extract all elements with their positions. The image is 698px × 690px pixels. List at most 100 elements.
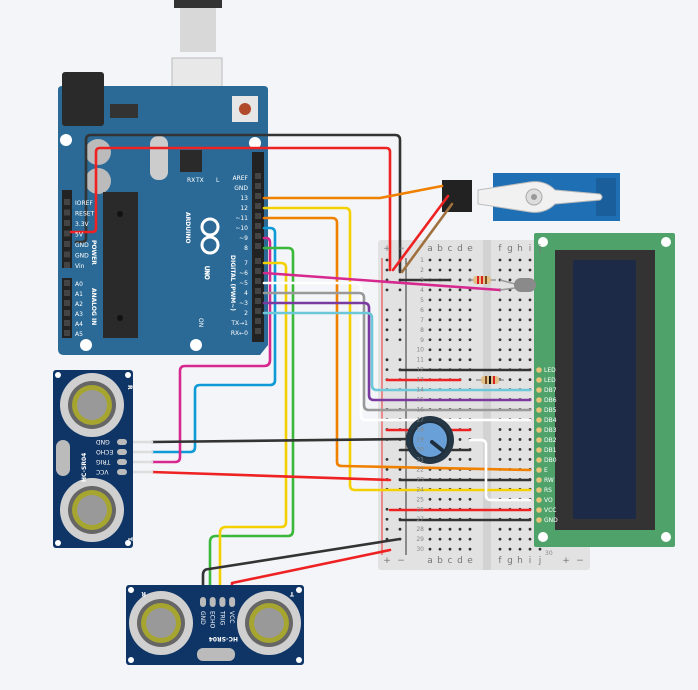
breadboard-hole[interactable] [448,328,452,332]
breadboard-hole[interactable] [438,527,442,531]
breadboard-hole[interactable] [468,288,472,292]
breadboard-hole[interactable] [458,438,462,441]
breadboard-hole[interactable] [448,268,452,272]
breadboard-hole[interactable] [468,318,472,322]
breadboard-hole[interactable] [528,338,532,342]
lcd-pin[interactable] [536,487,542,493]
breadboard-hole[interactable] [428,288,432,292]
breadboard-hole[interactable] [508,527,512,531]
power-pin-socket[interactable] [64,220,70,226]
digital-pin-socket[interactable] [255,308,261,314]
breadboard-hole[interactable] [428,308,432,312]
potentiometer[interactable] [406,416,454,464]
breadboard-hole[interactable] [498,428,502,431]
breadboard-hole[interactable] [448,547,452,551]
digital-pin-socket[interactable] [255,288,261,294]
rail-hole[interactable] [385,308,389,312]
rail-hole[interactable] [398,338,402,342]
rail-hole[interactable] [398,328,402,332]
breadboard-hole[interactable] [458,458,462,461]
breadboard-hole[interactable] [508,338,512,342]
sensor2-pin[interactable] [209,597,216,607]
digital-pin-socket[interactable] [255,278,261,284]
wire-servo-signal-orange[interactable] [262,184,444,200]
breadboard-hole[interactable] [528,527,532,531]
breadboard-hole[interactable] [498,298,502,302]
breadboard-hole[interactable] [498,358,502,362]
wire-sensor1-gnd-black[interactable] [150,437,412,444]
lcd-pin[interactable] [536,427,542,433]
breadboard-hole[interactable] [458,258,462,262]
analog-pin-socket[interactable] [64,310,70,316]
sensor2-pin[interactable] [219,597,226,607]
breadboard-hole[interactable] [438,258,442,262]
breadboard-hole[interactable] [528,537,532,541]
breadboard-hole[interactable] [458,308,462,312]
breadboard-hole[interactable] [518,348,522,352]
digital-pin-socket[interactable] [255,213,261,219]
breadboard-hole[interactable] [518,547,522,551]
rail-hole[interactable] [385,358,389,362]
breadboard-hole[interactable] [528,308,532,312]
digital-pin-socket[interactable] [255,268,261,274]
rail-hole[interactable] [385,288,389,292]
rail-hole[interactable] [398,318,402,322]
digital-pin-socket[interactable] [255,233,261,239]
breadboard-hole[interactable] [518,358,522,362]
digital-pin-socket[interactable] [255,193,261,199]
resistor-1[interactable] [468,276,496,284]
breadboard-hole[interactable] [468,537,472,541]
breadboard-hole[interactable] [448,318,452,322]
breadboard-hole[interactable] [508,298,512,302]
analog-pin-socket[interactable] [64,290,70,296]
breadboard-hole[interactable] [438,537,442,541]
breadboard-hole[interactable] [458,497,462,501]
breadboard-hole[interactable] [428,358,432,362]
breadboard-hole[interactable] [468,258,472,262]
breadboard-hole[interactable] [528,268,532,272]
breadboard-hole[interactable] [508,537,512,541]
wire-pin10-blue[interactable] [150,226,277,454]
breadboard-hole[interactable] [518,308,522,312]
breadboard-hole[interactable] [448,308,452,312]
rail-hole[interactable] [398,527,402,531]
breadboard-hole[interactable] [528,438,532,441]
rail-hole[interactable] [398,467,402,471]
rail-hole[interactable] [385,338,389,342]
breadboard-hole[interactable] [428,258,432,262]
breadboard-hole[interactable] [518,328,522,332]
breadboard-hole[interactable] [448,537,452,541]
breadboard-hole[interactable] [428,348,432,352]
breadboard-hole[interactable] [428,497,432,501]
breadboard-hole[interactable] [508,328,512,332]
breadboard-hole[interactable] [468,358,472,362]
power-pin-socket[interactable] [64,262,70,268]
breadboard-hole[interactable] [438,497,442,501]
breadboard-hole[interactable] [518,378,522,382]
breadboard-hole[interactable] [458,288,462,292]
wire-pin11-orange[interactable] [262,216,532,472]
lcd-pin[interactable] [536,377,542,383]
power-header[interactable] [62,190,72,268]
digital-pin-socket[interactable] [255,243,261,249]
lcd-pin[interactable] [536,397,542,403]
breadboard-hole[interactable] [468,378,472,382]
breadboard-hole[interactable] [518,438,522,441]
digital-pin-socket[interactable] [255,328,261,334]
analog-pin-socket[interactable] [64,300,70,306]
breadboard-hole[interactable] [428,318,432,322]
breadboard-hole[interactable] [518,268,522,272]
rail-hole[interactable] [385,517,389,521]
breadboard-hole[interactable] [458,278,462,282]
rail-hole[interactable] [385,507,389,511]
breadboard-hole[interactable] [518,258,522,262]
breadboard-hole[interactable] [528,428,532,431]
rail-hole[interactable] [385,458,389,461]
rail-hole[interactable] [385,368,389,372]
breadboard-hole[interactable] [498,547,502,551]
breadboard-hole[interactable] [428,547,432,551]
breadboard-hole[interactable] [438,318,442,322]
breadboard-hole[interactable] [498,537,502,541]
